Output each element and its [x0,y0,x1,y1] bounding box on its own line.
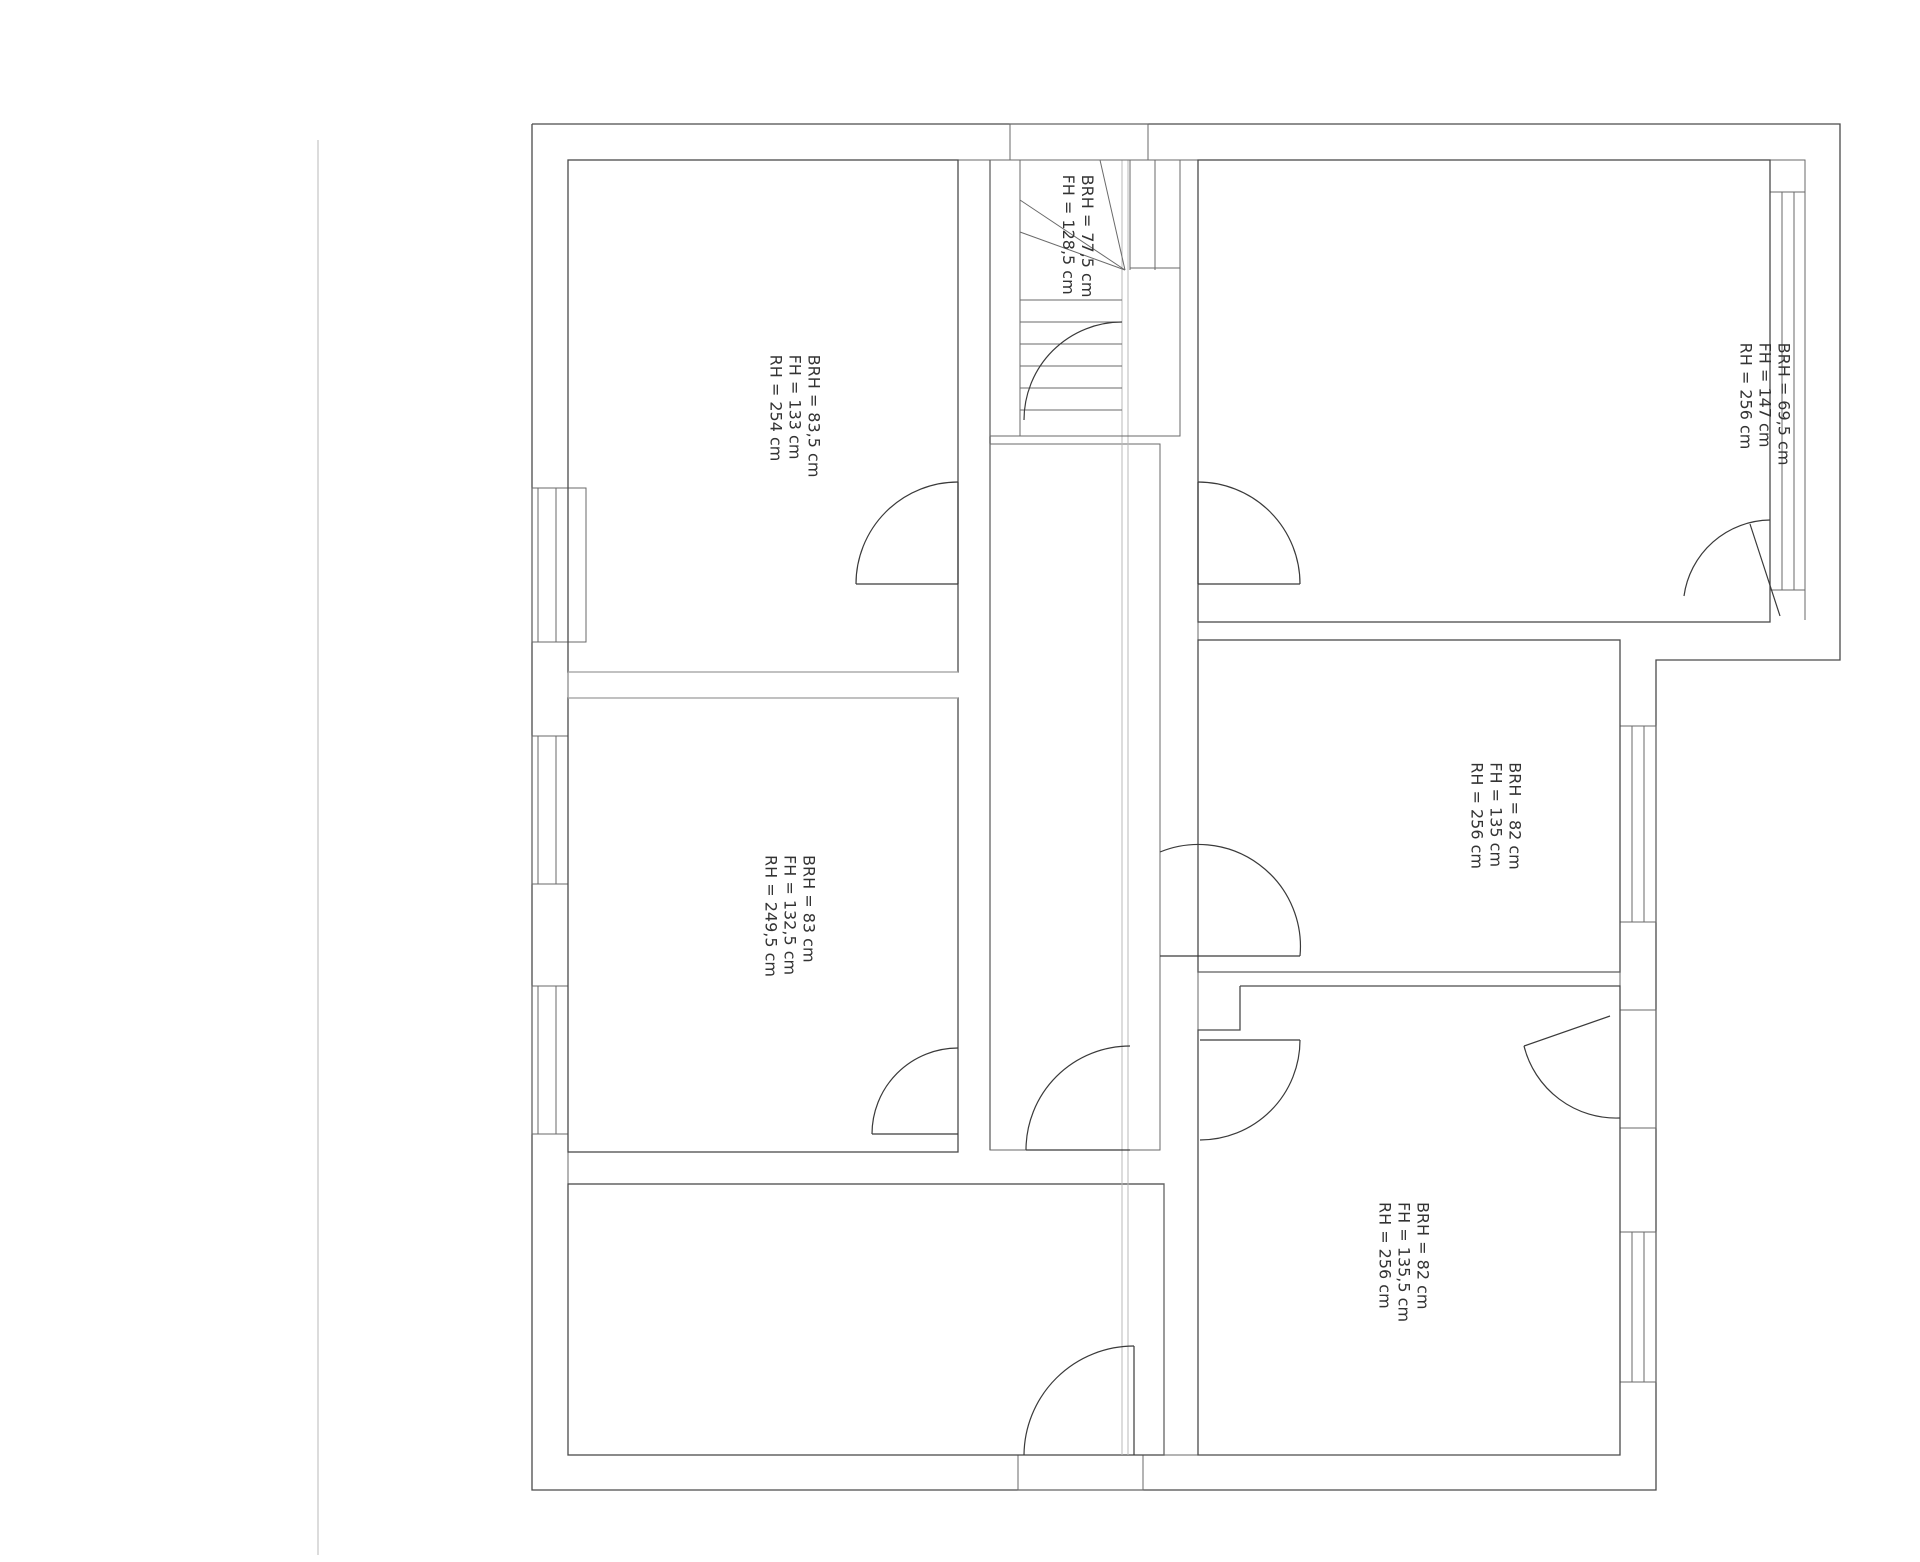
room-bottom-right-brh: BRH = 82 cm [1413,1201,1433,1310]
room-top-right-fh: FH = 147 cm [1755,342,1775,448]
room-bottom-right-label: BRH = 82 cm FH = 135,5 cm RH = 256 cm [1376,1202,1433,1322]
room-top-right-rh: RH = 256 cm [1736,342,1756,450]
right-windows [1619,191,1806,1383]
room-top-left-rh: RH = 254 cm [766,354,786,462]
room-top-left-outline [567,159,959,673]
stair-label: BRH = 77,5 cm FH = 128,5 cm [1059,175,1097,298]
room-bottom-right-fh: FH = 135,5 cm [1394,1201,1414,1323]
room-middle-left-brh: BRH = 83 cm [799,855,819,963]
room-middle-right-outline [1197,639,1621,973]
room-bottom-right-rh: RH = 256 cm [1375,1201,1395,1309]
room-top-right-brh: BRH = 69,5 cm [1774,342,1794,466]
room-middle-left-label: BRH = 83 cm FH = 132,5 cm RH = 249,5 cm [762,855,819,977]
room-top-left-label: BRH = 83,5 cm FH = 133 cm RH = 254 cm [767,355,824,478]
room-middle-left-rh: RH = 249,5 cm [761,855,781,977]
hallway [989,160,1199,1455]
room-bottom-left-outline [567,1183,1165,1456]
stair-fh: FH = 128,5 cm [1059,174,1078,295]
room-middle-left-fh: FH = 132,5 cm [780,855,800,976]
room-middle-right-brh: BRH = 82 cm [1505,762,1525,870]
room-top-right-label: BRH = 69,5 cm FH = 147 cm RH = 256 cm [1737,343,1794,466]
doors [855,481,1781,1456]
stair-brh: BRH = 77,5 cm [1078,174,1097,298]
left-windows [531,487,587,1135]
room-middle-right-fh: FH = 135 cm [1486,762,1506,868]
room-top-right-outline [1197,159,1771,623]
room-top-left-fh: FH = 133 cm [785,354,805,460]
room-top-left-brh: BRH = 83,5 cm [804,354,824,478]
room-bottom-right-outline [1197,985,1621,1456]
room-middle-right-label: BRH = 82 cm FH = 135 cm RH = 256 cm [1468,762,1525,870]
room-middle-right-rh: RH = 256 cm [1467,762,1487,869]
stair [989,159,1181,437]
